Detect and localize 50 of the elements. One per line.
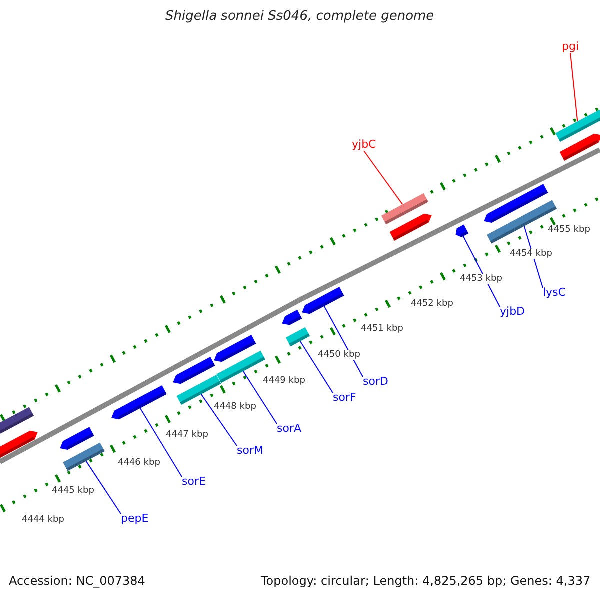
gene-bar xyxy=(286,327,310,347)
leader-line xyxy=(364,150,404,206)
gene-label: sorD xyxy=(363,375,388,388)
leader-line xyxy=(570,52,578,122)
tick-label: 4454 kbp xyxy=(510,249,552,259)
gene-bar xyxy=(0,407,34,435)
tick-label: 4450 kbp xyxy=(318,350,360,360)
tick-label: 4449 kbp xyxy=(263,376,306,386)
tick-label: 4453 kbp xyxy=(460,274,502,284)
gene-block xyxy=(0,430,38,458)
gene-block xyxy=(60,427,94,450)
tick-label: 4447 kbp xyxy=(166,430,208,440)
gene-block xyxy=(390,214,432,241)
gene-label: sorE xyxy=(182,475,206,488)
leader-line xyxy=(242,370,278,424)
gene-label: yjbC xyxy=(352,138,376,151)
leader-line xyxy=(200,394,238,446)
leader-line xyxy=(86,460,122,514)
gene-label: lysC xyxy=(543,286,566,299)
gene-label: pepE xyxy=(121,512,149,525)
gene-block xyxy=(112,386,167,420)
tick-label: 4455 kbp xyxy=(548,225,590,235)
title: Shigella sonnei Ss046, complete genome xyxy=(166,9,434,24)
genome-stats-text: Topology: circular; Length: 4,825,265 bp; Genes: 4,337 xyxy=(261,574,591,588)
gene-block xyxy=(560,134,600,161)
tick-label: 4445 kbp xyxy=(52,486,94,496)
gene-bar xyxy=(556,110,600,142)
gene-block xyxy=(173,357,216,384)
accession-text: Accession: NC_007384 xyxy=(9,574,146,588)
leader-line xyxy=(300,340,334,394)
gene-bar xyxy=(216,350,266,384)
gene-label: sorA xyxy=(277,422,302,435)
tick-label: 4452 kbp xyxy=(411,299,454,309)
leader-line xyxy=(140,408,182,478)
leader-line xyxy=(324,306,364,378)
gene-block xyxy=(456,224,469,238)
tick-label: 4444 kbp xyxy=(22,515,64,525)
gene-label: sorF xyxy=(333,391,356,404)
gene-bar xyxy=(381,193,429,225)
gene-block xyxy=(214,335,256,362)
gene-bar xyxy=(63,442,105,472)
tick-label: 4446 kbp xyxy=(118,458,160,468)
gene-block xyxy=(302,287,344,314)
gene-block xyxy=(282,310,302,326)
gene-block xyxy=(484,184,548,224)
gene-label: pgi xyxy=(562,40,580,53)
gene-label: sorM xyxy=(237,444,264,457)
tick-label: 4451 kbp xyxy=(361,324,404,334)
gene-label: yjbD xyxy=(500,305,526,318)
tick-label: 4448 kbp xyxy=(214,402,256,412)
